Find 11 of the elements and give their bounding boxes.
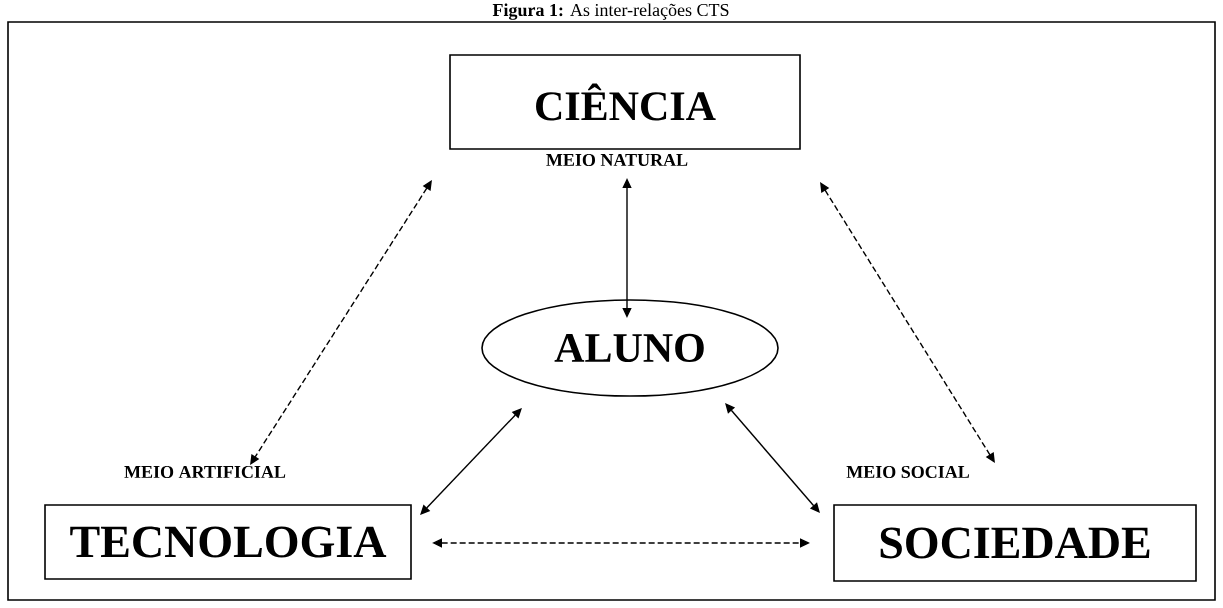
environment-label: MEIO SOCIAL xyxy=(846,465,969,479)
environment-label: MEIO ARTIFICIAL xyxy=(124,465,286,479)
arrow xyxy=(420,408,522,515)
concept-box: SOCIEDADE xyxy=(833,504,1197,582)
concept-box: TECNOLOGIA xyxy=(44,504,412,580)
arrow xyxy=(725,403,820,513)
figure-title: Figura 1: As inter-relações CTS xyxy=(492,3,729,20)
concept-box: CIÊNCIA xyxy=(449,54,801,150)
arrow xyxy=(820,182,995,463)
environment-label: MEIO NATURAL xyxy=(546,153,688,167)
arrow xyxy=(250,180,432,465)
